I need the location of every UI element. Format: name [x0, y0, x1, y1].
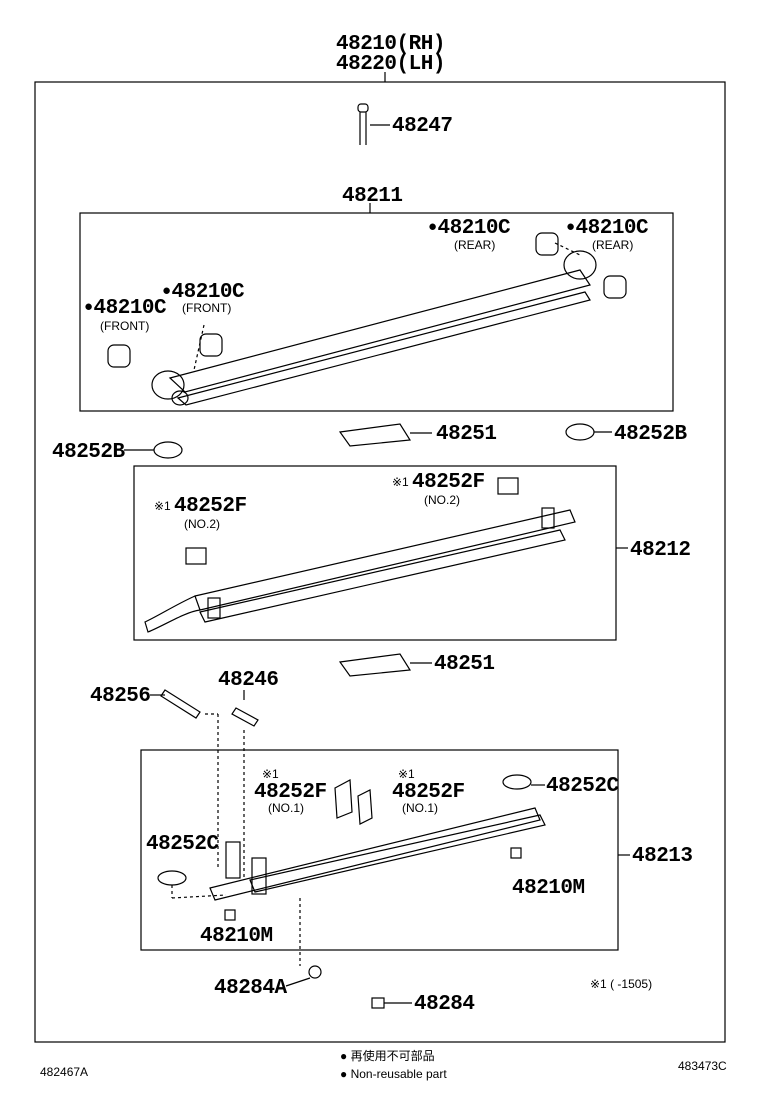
note-rear-2: (REAR)	[592, 238, 634, 252]
outer-frame	[34, 81, 726, 1043]
note-front-2: (FRONT)	[100, 319, 150, 333]
second-leaf-drawing	[144, 477, 576, 633]
mark-clip-no2-left: ※1	[154, 499, 171, 513]
note-no2-left: (NO.2)	[184, 517, 220, 531]
note-rear-1: (REAR)	[454, 238, 496, 252]
footer-right-code: 483473C	[678, 1059, 727, 1073]
label-48252C-left: 48252C	[146, 833, 219, 856]
note-front-1: (FRONT)	[182, 301, 232, 315]
pin-drawing	[231, 690, 259, 880]
label-48251-bottom: 48251	[434, 653, 495, 676]
label-48210C-rear-1: 48210C	[428, 218, 511, 239]
third-leaf-drawing	[157, 774, 546, 921]
cap-48252B-left-drawing	[153, 441, 183, 459]
label-48210M-left: 48210M	[200, 925, 273, 948]
label-48213: 48213	[632, 845, 693, 868]
label-48211: 48211	[342, 185, 403, 208]
label-48252F-no1-right: 48252F	[392, 781, 465, 804]
label-48212: 48212	[630, 539, 691, 562]
legend-jp-text: 再使用不可部品	[350, 1049, 435, 1063]
legend-en: ● Non-reusable part	[340, 1068, 447, 1080]
label-48252F-no1-left: 48252F	[254, 781, 327, 804]
legend-dot-icon: ●	[340, 1049, 351, 1063]
footer-left-code: 482467A	[40, 1065, 89, 1079]
label-48246: 48246	[218, 669, 279, 692]
mark-clip-no1-left: ※1	[262, 767, 279, 781]
label-48252F-no2-left: 48252F	[174, 495, 247, 518]
label-48284A: 48284A	[214, 977, 287, 1000]
label-48252B-right: 48252B	[614, 423, 687, 446]
label-48251-top: 48251	[436, 423, 497, 446]
label-48210M-right: 48210M	[512, 877, 585, 900]
label-48256: 48256	[90, 685, 151, 708]
legend-en-text: Non-reusable part	[350, 1067, 447, 1081]
liner-48251-bottom-drawing	[338, 653, 412, 677]
label-48210C-rear-2: 48210C	[566, 218, 649, 239]
legend-jp: ● 再使用不可部品	[340, 1050, 435, 1062]
main-leaf-drawing	[107, 232, 627, 406]
nut-48284A-drawing	[308, 965, 322, 979]
note-no1-left: (NO.1)	[268, 801, 304, 815]
label-48252B-left: 48252B	[52, 441, 125, 464]
center-bolt-drawing	[150, 689, 219, 870]
mark-clip-no2-right: ※1	[392, 475, 409, 489]
label-48210C-front-1: 48210C	[162, 282, 245, 303]
second-leaf-box	[133, 465, 617, 641]
legend-dot-icon: ●	[340, 1067, 351, 1081]
cap-48252B-right-drawing	[565, 423, 595, 441]
mark-clip-no1-right: ※1	[398, 767, 415, 781]
label-48210C-front-2: 48210C	[84, 298, 167, 319]
third-leaf-box	[140, 749, 619, 951]
part-number-lh: 48220(LH)	[336, 53, 445, 76]
label-48252F-no2-right: 48252F	[412, 471, 485, 494]
label-48252C-right: 48252C	[546, 775, 619, 798]
note-no2-right: (NO.2)	[424, 493, 460, 507]
note-no1-right: (NO.1)	[402, 801, 438, 815]
label-48247: 48247	[392, 115, 453, 138]
main-leaf-box	[79, 212, 674, 412]
label-48284: 48284	[414, 993, 475, 1016]
liner-48251-top-drawing	[338, 423, 412, 447]
range-note: ※1 ( -1505)	[590, 977, 653, 991]
part-number-rh: 48210(RH)	[336, 33, 445, 56]
nut-48284-drawing	[371, 997, 385, 1009]
bolt-48247-drawing	[357, 103, 390, 145]
